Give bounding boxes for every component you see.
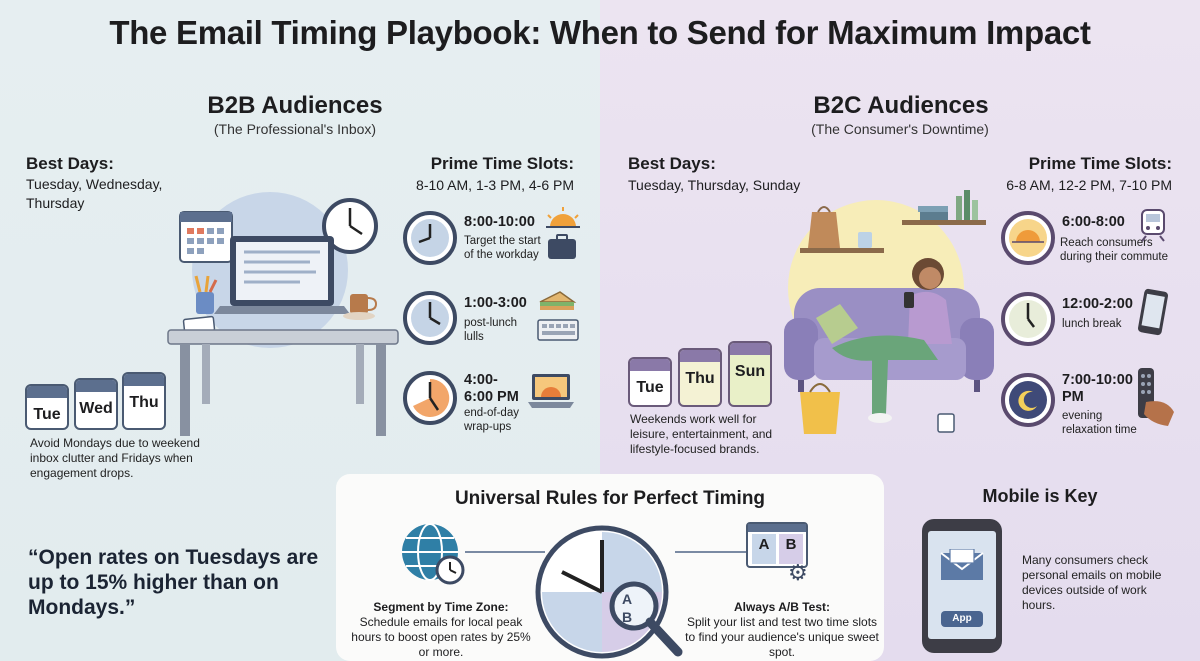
clock-icon (403, 371, 457, 425)
ab-test-header (748, 524, 806, 532)
clock-icon (403, 211, 457, 265)
ab-test-icon: A B (746, 522, 808, 568)
b2b-subheading: (The Professional's Inbox) (213, 121, 377, 137)
b2b-note: Avoid Mondays due to weekend inbox clutt… (30, 436, 200, 480)
gear-icon: ⚙ (788, 560, 808, 585)
connector-line-right (675, 551, 755, 553)
connector-line-left (465, 551, 545, 553)
b2b-slot-3-time: 4:00-6:00 PM (464, 372, 519, 405)
b2c-slot-1-time: 6:00-8:00 (1062, 214, 1125, 230)
smartphone-icon (1136, 288, 1170, 338)
b2c-slot-2 (1000, 291, 1056, 347)
b2c-heading: B2C Audiences (813, 92, 989, 119)
sunrise-clock-icon (1001, 211, 1055, 265)
universal-heading: Universal Rules for Perfect Timing (454, 488, 766, 509)
calendar-card-tue-b2c: Tue (628, 357, 672, 407)
clock-icon (1001, 292, 1055, 346)
ab-test-a: A (752, 534, 776, 564)
rule-ab-test-title: Always A/B Test: (733, 600, 831, 614)
b2b-slot-3-desc: end-of-day wrap-ups (464, 407, 519, 433)
moon-clock-icon (1001, 373, 1055, 427)
b2c-slot-3 (1000, 372, 1056, 428)
app-button[interactable]: App (941, 611, 983, 627)
b2b-best-days-label: Best Days: (26, 154, 114, 173)
b2b-slot-2-time: 1:00-3:00 (464, 295, 527, 311)
b2b-slot-2-desc: post-lunch lulls (464, 317, 518, 343)
desk-illustration (160, 190, 400, 440)
clock-icon (403, 291, 457, 345)
rule-time-zone-title: Segment by Time Zone: (373, 600, 509, 614)
quote-text: “Open rates on Tuesdays are up to 15% hi… (28, 546, 319, 619)
b2c-slot-3-desc: evening relaxation time (1062, 410, 1137, 436)
b2b-slot-1 (402, 210, 458, 266)
remote-control-icon (1132, 366, 1176, 428)
b2b-slot-1-desc: Target the start of the workday (464, 235, 541, 261)
ab-test-b: B (779, 534, 803, 564)
b2c-subheading: (The Consumer's Downtime) (811, 121, 989, 137)
globe-clock-icon (396, 522, 468, 586)
page-title: The Email Timing Playbook: When to Send … (109, 14, 1091, 51)
b2c-prime-slots: 6-8 AM, 12-2 PM, 7-10 PM (1006, 177, 1172, 193)
rule-ab-test: Always A/B Test: Split your list and tes… (684, 600, 880, 660)
mobile-text: Many consumers check personal emails on … (1022, 553, 1162, 612)
b2b-slot-2 (402, 290, 458, 346)
b2b-best-days: Tuesday, Wednesday, Thursday (26, 176, 163, 211)
b2b-prime-slots: 8-10 AM, 1-3 PM, 4-6 PM (416, 177, 574, 193)
b2c-prime-label: Prime Time Slots: (1028, 154, 1172, 173)
calendar-card-thu: Thu (122, 372, 166, 430)
train-icon (1136, 208, 1170, 242)
b2b-prime-label: Prime Time Slots: (430, 154, 574, 173)
phone-screen: App (928, 531, 996, 639)
b2b-slot-1-time: 8:00-10:00 (464, 214, 535, 230)
rule-time-zone-text: Schedule emails for local peak hours to … (351, 615, 531, 659)
mobile-heading: Mobile is Key (982, 486, 1098, 506)
calendar-card-thu-b2c: Thu (678, 348, 722, 407)
envelope-icon (940, 549, 984, 581)
svg-text:B: B (622, 609, 632, 625)
calendar-card-tue: Tue (25, 384, 69, 430)
b2b-heading: B2B Audiences (207, 92, 383, 119)
couch-illustration (776, 188, 1006, 438)
rule-time-zone: Segment by Time Zone: Schedule emails fo… (346, 600, 536, 660)
phone-icon: App (922, 519, 1002, 653)
sandwich-keyboard-icon (534, 288, 580, 344)
b2c-best-days: Tuesday, Thursday, Sunday (628, 177, 801, 193)
svg-text:A: A (622, 591, 632, 607)
rule-ab-test-text: Split your list and test two time slots … (685, 615, 879, 659)
calendar-card-wed: Wed (74, 378, 118, 430)
b2c-best-days-label: Best Days: (628, 154, 716, 173)
b2c-slot-3-time: 7:00-10:00 PM (1062, 372, 1133, 405)
b2c-slot-1-desc: Reach consumers during their commute (1060, 237, 1169, 263)
b2c-slot-2-desc: lunch break (1062, 318, 1122, 330)
b2c-slot-2-time: 12:00-2:00 (1062, 296, 1133, 312)
b2b-slot-3 (402, 370, 458, 426)
calendar-card-sun-b2c: Sun (728, 341, 772, 407)
b2c-note: Weekends work well for leisure, entertai… (630, 412, 773, 456)
laptop-sunset-icon (526, 372, 576, 412)
sunrise-briefcase-icon (544, 205, 582, 265)
b2c-slot-1 (1000, 210, 1056, 266)
